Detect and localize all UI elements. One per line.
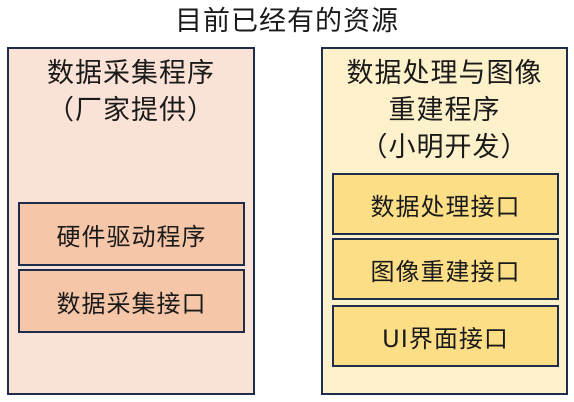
data-acquisition-interface-box: 数据采集接口 bbox=[18, 269, 245, 333]
data-acquisition-heading: 数据采集程序 （厂家提供） bbox=[9, 55, 253, 129]
data-acquisition-heading-line-2: （厂家提供） bbox=[47, 95, 215, 126]
diagram-title: 目前已经有的资源 bbox=[175, 6, 399, 37]
processing-reconstruction-heading-line-1: 数据处理与图像 bbox=[346, 58, 543, 89]
processing-reconstruction-panel: 数据处理与图像 重建程序 （小明开发） 数据处理接口 图像重建接口 UI界面接口 bbox=[321, 47, 568, 395]
processing-reconstruction-heading-line-2: 重建程序 bbox=[388, 95, 501, 126]
data-processing-interface-box: 数据处理接口 bbox=[332, 173, 559, 235]
data-acquisition-panel: 数据采集程序 （厂家提供） 硬件驱动程序 数据采集接口 bbox=[7, 47, 255, 395]
image-reconstruction-interface-box: 图像重建接口 bbox=[332, 238, 559, 300]
processing-reconstruction-heading-line-3: （小明开发） bbox=[360, 132, 529, 163]
data-acquisition-heading-line-1: 数据采集程序 bbox=[47, 58, 215, 89]
hardware-driver-box: 硬件驱动程序 bbox=[18, 202, 245, 266]
processing-reconstruction-heading: 数据处理与图像 重建程序 （小明开发） bbox=[323, 55, 566, 166]
ui-interface-box: UI界面接口 bbox=[332, 305, 559, 367]
